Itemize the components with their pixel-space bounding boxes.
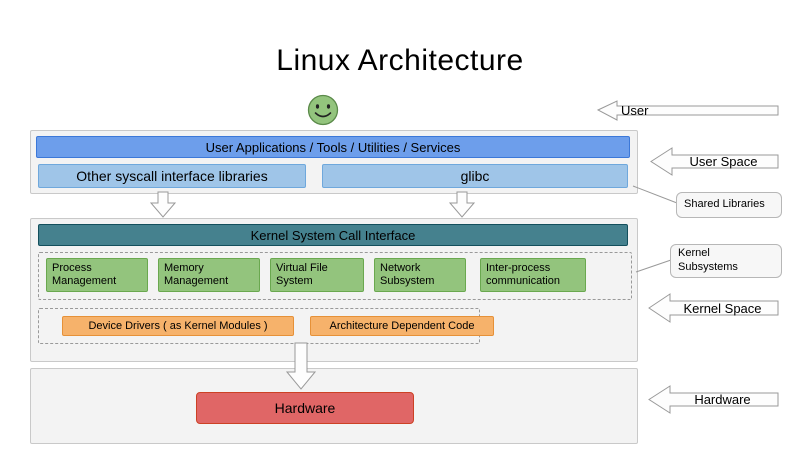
diagram-title: Linux Architecture [276, 44, 524, 77]
architecture-dependent-code-label: Architecture Dependent Code [329, 320, 475, 332]
hardware-arrow: Hardware [648, 385, 779, 414]
subsystem-interprocess-communication: Inter-process communication [480, 258, 586, 292]
user-applications-bar: User Applications / Tools / Utilities / … [36, 136, 630, 158]
hardware-box-label: Hardware [274, 400, 336, 416]
shared-libraries-callout: Shared Libraries [676, 192, 782, 218]
user-applications-label: User Applications / Tools / Utilities / … [205, 139, 461, 155]
subsystem-label: Network Subsystem [380, 262, 435, 287]
glibc-label: glibc [460, 168, 490, 184]
subsystem-process-management: Process Management [46, 258, 148, 292]
down-arrow-userspace-to-kernel-left [150, 191, 176, 218]
subsystem-label: Inter-process communication [486, 262, 560, 287]
kernel-subsystems-group [38, 252, 632, 300]
architecture-dependent-code-box: Architecture Dependent Code [310, 316, 494, 336]
user-arrow: User [597, 100, 779, 121]
kernel-syscall-interface-bar: Kernel System Call Interface [38, 224, 628, 246]
kernel-syscall-interface-label: Kernel System Call Interface [250, 227, 416, 243]
user-smiley-icon [307, 94, 339, 126]
subsystem-virtual-file-system: Virtual File System [270, 258, 364, 292]
kernel-subsystems-label: Kernel Subsystems [678, 247, 738, 273]
device-drivers-box: Device Drivers ( as Kernel Modules ) [62, 316, 294, 336]
kernel-subsystems-callout: Kernel Subsystems [670, 244, 782, 278]
other-syscall-libraries-bar: Other syscall interface libraries [38, 164, 306, 188]
subsystem-network-subsystem: Network Subsystem [374, 258, 466, 292]
subsystem-label: Memory Management [164, 262, 229, 287]
glibc-bar: glibc [322, 164, 628, 188]
subsystem-memory-management: Memory Management [158, 258, 260, 292]
subsystem-label: Process Management [52, 262, 117, 287]
down-arrow-kernel-to-hardware [286, 342, 316, 390]
user-space-arrow: User Space [650, 147, 779, 176]
shared-libraries-label: Shared Libraries [684, 198, 765, 211]
other-syscall-libraries-label: Other syscall interface libraries [76, 168, 268, 184]
device-drivers-label: Device Drivers ( as Kernel Modules ) [88, 320, 268, 332]
kernel-space-arrow: Kernel Space [648, 293, 779, 323]
subsystem-label: Virtual File System [276, 262, 328, 287]
hardware-box: Hardware [196, 392, 414, 424]
down-arrow-userspace-to-kernel-right [449, 191, 475, 218]
